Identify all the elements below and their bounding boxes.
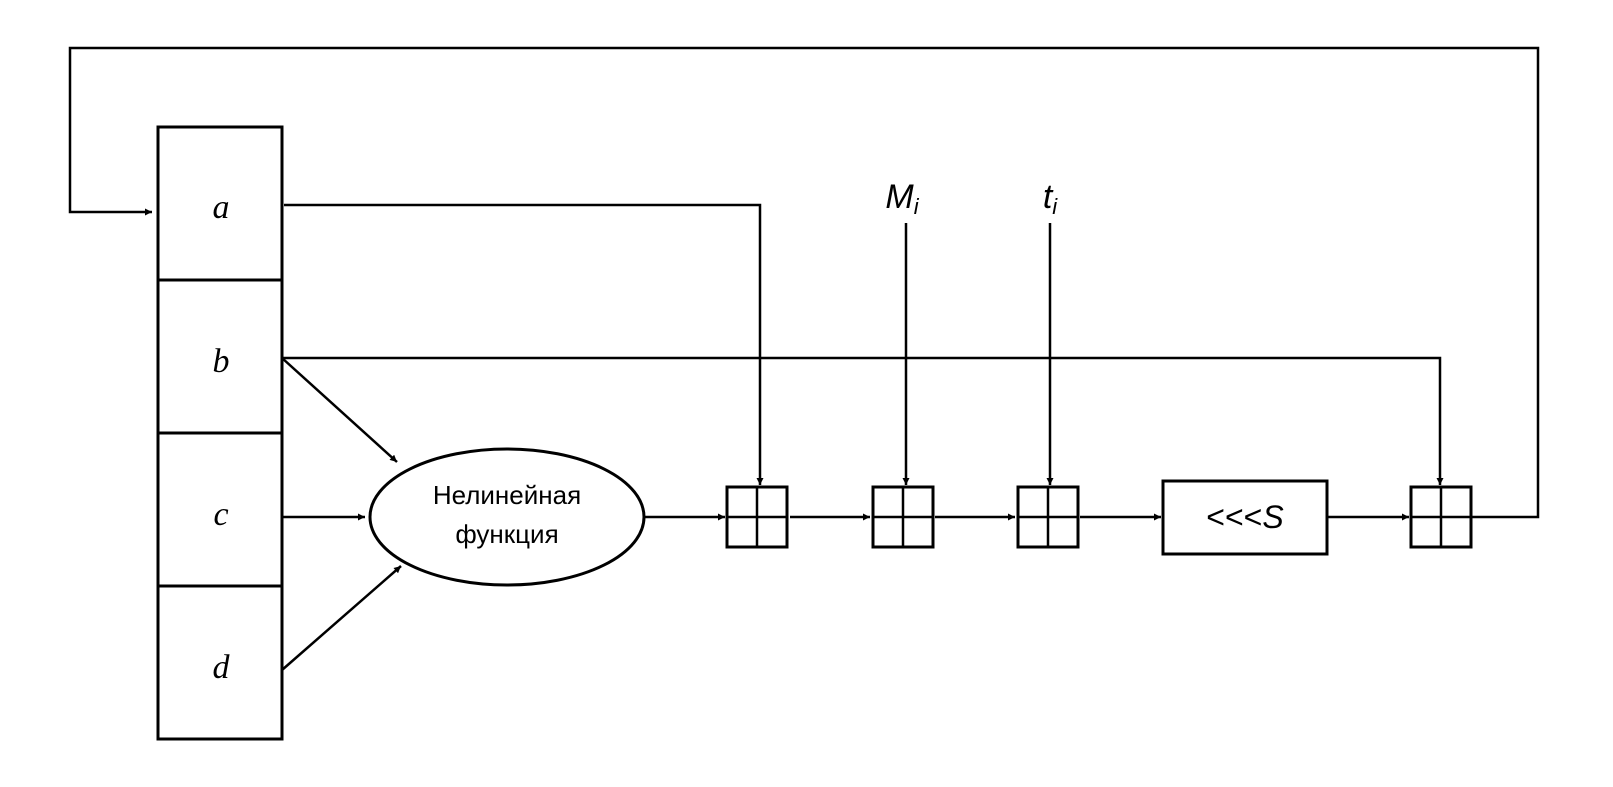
b-to-adder5-arrow: [282, 356, 1444, 485]
adder-1: [725, 485, 789, 549]
nonlinear-function-node: [368, 447, 646, 587]
register-b-label: b: [213, 343, 230, 380]
register-d-label: d: [213, 649, 231, 686]
function-label-line1: Нелинейная: [433, 480, 581, 510]
function-label-line2: функция: [455, 519, 558, 549]
rotate-left-box: [1161, 479, 1329, 556]
register-stack: a b c d: [156, 125, 284, 741]
feedback-arrow: [68, 46, 1540, 519]
register-c-label: c: [213, 496, 228, 533]
b-to-function-arrow: [281, 357, 398, 463]
input-message-label: Mi: [885, 178, 919, 219]
adder-5: [1409, 485, 1473, 549]
d-to-function-arrow: [281, 565, 402, 671]
register-d: [156, 584, 284, 741]
register-b: [156, 278, 284, 435]
input-constant-label: ti: [1043, 178, 1058, 219]
rotate-left-label: <<<S: [1206, 499, 1283, 535]
a-to-adder1-arrow: [284, 203, 764, 485]
register-a: [156, 125, 284, 282]
adder-3: [1016, 485, 1080, 549]
register-a-label: a: [213, 189, 230, 226]
adder-2: [871, 485, 935, 549]
